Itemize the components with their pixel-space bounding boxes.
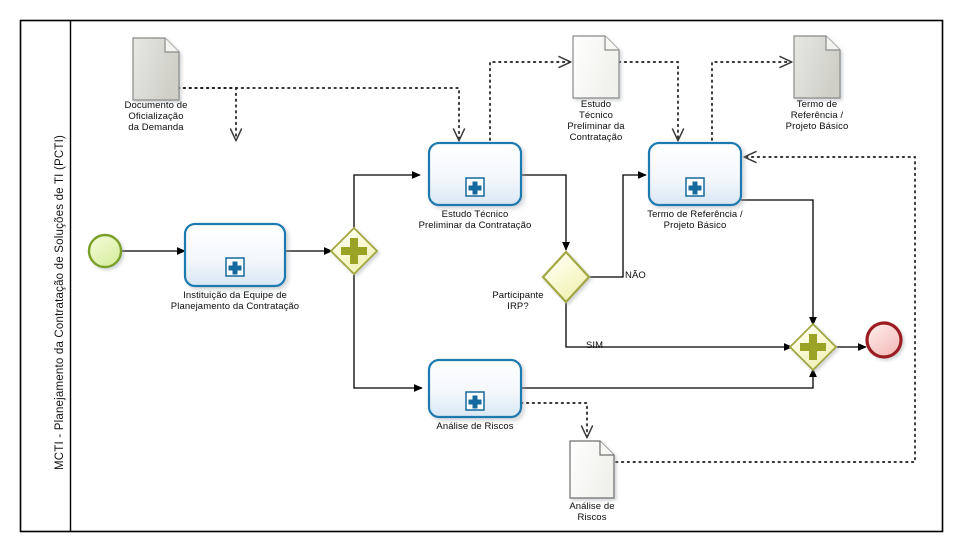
- start-event[interactable]: [87, 233, 123, 269]
- task-t3-label: Termo de Referência / Projeto Básico: [647, 209, 743, 231]
- task-t4-label: Análise de Riscos: [436, 421, 514, 432]
- document-d4: [569, 440, 615, 499]
- task-t4[interactable]: [427, 358, 523, 419]
- flow-g1-to-t2: [353, 170, 421, 240]
- gateway-g1-parallel[interactable]: [329, 226, 379, 276]
- document-d4-label: Análise de Riscos: [569, 501, 615, 523]
- document-d2: [572, 35, 620, 99]
- assoc-d1-to-t2: [171, 87, 459, 140]
- flow-label-sim: SIM: [586, 340, 604, 351]
- task-t1[interactable]: [183, 222, 287, 288]
- document-d1-label: Documento de Oficialização da Demanda: [124, 100, 188, 133]
- flow-t2-to-g2: [521, 174, 571, 251]
- document-d3: [793, 35, 841, 99]
- task-t1-label: Instituição da Equipe de Planejamento da…: [170, 290, 300, 312]
- gateway-g2-exclusive[interactable]: [541, 250, 591, 304]
- flow-g2-nao-to-t3: [588, 170, 647, 278]
- flow-t4-to-g3: [521, 368, 818, 389]
- assoc-d2-to-t3: [612, 61, 678, 140]
- sequence-flows: [121, 170, 867, 393]
- task-t2-label: Estudo Técnico Preliminar da Contratação: [418, 209, 532, 231]
- flow-label-nao: NÃO: [625, 270, 646, 281]
- document-d3-label: Termo de Referência / Projeto Básico: [785, 99, 849, 132]
- pool-frame: [19, 19, 944, 533]
- flow-g1-to-t4: [353, 262, 423, 393]
- assoc-t4-to-d4: [520, 402, 587, 437]
- gateway-g3-parallel[interactable]: [788, 322, 838, 372]
- flow-t3-to-g3: [741, 199, 818, 326]
- flow-g2-sim-to-g3: [565, 300, 793, 352]
- data-associations: [171, 61, 916, 463]
- gateway-g2-label: Participante IRP?: [492, 290, 544, 312]
- task-t2[interactable]: [427, 141, 523, 207]
- document-d2-label: Estudo Técnico Preliminar da Contratação: [567, 99, 625, 143]
- task-t3[interactable]: [647, 141, 743, 207]
- document-d1: [132, 37, 180, 101]
- pool-title: MCTI - Planejamento da Contratação de So…: [54, 134, 66, 470]
- end-event[interactable]: [865, 321, 903, 359]
